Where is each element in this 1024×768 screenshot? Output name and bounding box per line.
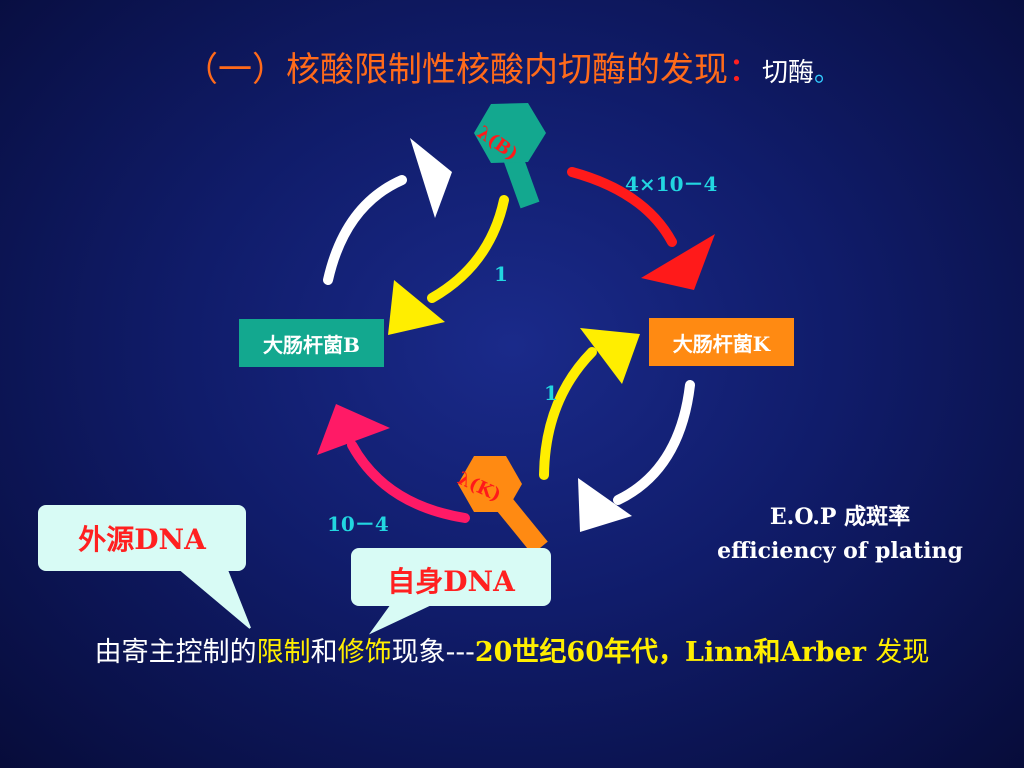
arrow-phage-k-to-host-k [539, 328, 640, 480]
eop-k-to-k: 1 [544, 381, 558, 405]
bottom-caption: 由寄主控制的限制和修饰现象---20世纪60年代，Linn和Arber 发现 [0, 630, 1024, 669]
caption-modification: 修饰 [337, 637, 392, 668]
callout-foreign-bubble [38, 505, 246, 571]
arrow-phage-k-to-host-b [317, 404, 470, 523]
title-sub: 切酶 [761, 58, 814, 88]
caption-part-1: 由寄主控制的 [94, 637, 257, 668]
title-main: （一）核酸限制性核酸内切酶的发现 [183, 50, 728, 90]
caption-discovery: 20世纪60年代，Linn和Arber [474, 637, 876, 668]
caption-part-5: 现象--- [391, 637, 475, 668]
host-b-box: 大肠杆菌B [239, 319, 384, 367]
callout-self-bubble [351, 548, 551, 606]
callout-self-text: 自身DNA [387, 565, 515, 598]
page-title: （一）核酸限制性核酸内切酶的发现：切酶。 [0, 42, 1024, 91]
callout-foreign-text: 外源DNA [78, 523, 206, 556]
eop-b-to-k: 4×10－4 [625, 172, 718, 196]
title-dot: 。 [814, 58, 841, 88]
eop-note-line1: E.O.P 成斑率 [769, 504, 911, 530]
eop-k-to-b: 10－4 [327, 512, 389, 536]
eop-b-to-b: 1 [494, 262, 508, 286]
caption-discovered: 发现 [875, 637, 930, 668]
arrow-phage-b-to-host-b [388, 195, 509, 335]
phage-b-icon [474, 103, 546, 209]
arrow-host-k-to-phage-k [578, 380, 695, 532]
eop-note-line2: efficiency of plating [717, 538, 963, 564]
phage-k-icon [458, 456, 548, 555]
title-colon: ： [727, 50, 762, 90]
host-k-box: 大肠杆菌K [649, 318, 794, 366]
caption-part-3: 和 [310, 637, 338, 668]
arrow-phage-b-to-host-k [567, 167, 715, 290]
arrow-host-b-to-phage-b [323, 138, 452, 285]
callout-foreign-tail [172, 564, 251, 629]
eop-note: E.O.P 成斑率 efficiency of plating [700, 500, 980, 568]
caption-restriction: 限制 [256, 637, 311, 668]
